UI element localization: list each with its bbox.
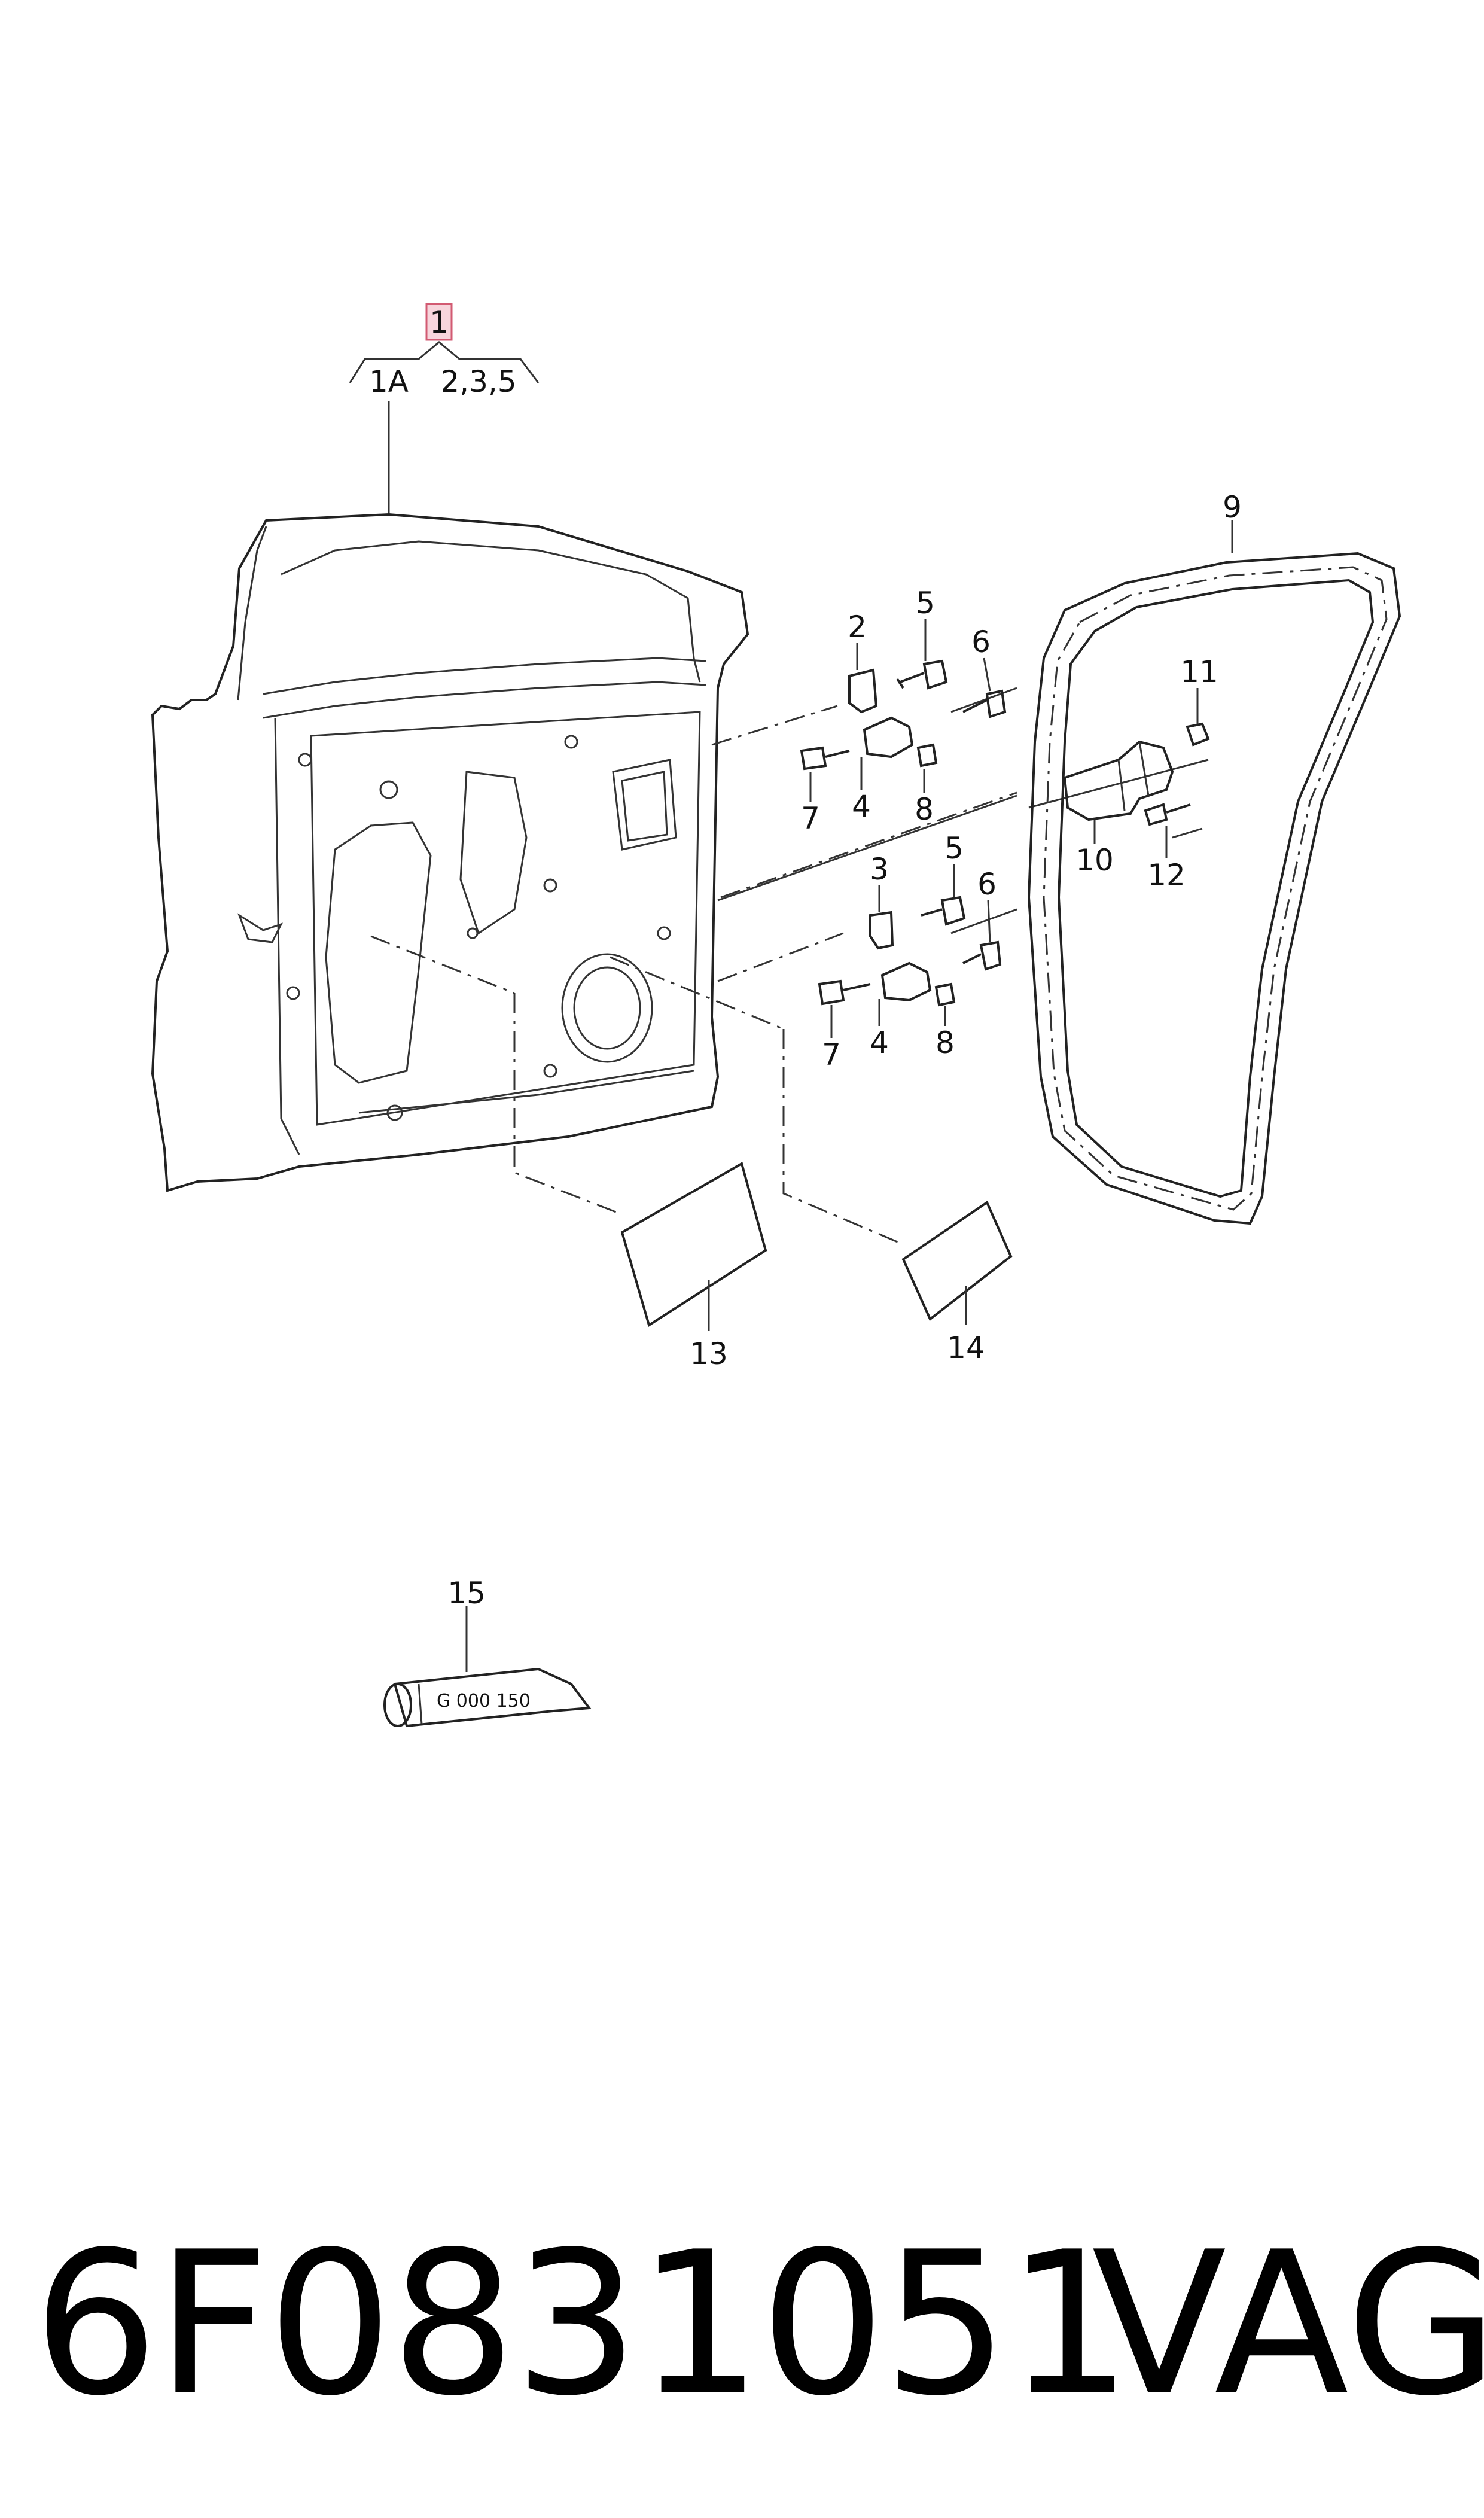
callout-5-lower: 5 xyxy=(944,831,964,866)
door-shell xyxy=(151,513,749,1192)
callout-5-upper: 5 xyxy=(916,586,935,620)
bolt-6-lower-shape xyxy=(962,940,1002,971)
callout-1-group: 1 1A 2,3,5 xyxy=(349,303,540,514)
check-strap xyxy=(1063,722,1210,844)
tube-label: G 000 150 xyxy=(437,1691,531,1712)
callout-8-lower: 8 xyxy=(936,1025,955,1060)
check-strap-shape xyxy=(1063,740,1174,821)
callout-4-lower: 4 xyxy=(870,1025,889,1060)
bolt-7-upper-shape xyxy=(800,746,850,771)
bush-8-upper-shape xyxy=(916,743,938,768)
bolt-5-lower-shape xyxy=(921,896,966,926)
callout-6-upper: 6 xyxy=(971,625,991,659)
callout-3: 3 xyxy=(870,852,889,887)
clip-3-shape xyxy=(869,911,894,950)
callout-7-lower: 7 xyxy=(822,1037,841,1072)
callout-1-bracket xyxy=(349,341,540,383)
callout-13: 13 xyxy=(690,1336,728,1371)
lower-fastener-set xyxy=(818,896,1002,1007)
guide-lines xyxy=(370,687,1209,1246)
callout-7-upper: 7 xyxy=(801,801,820,836)
bolt-5-upper-shape xyxy=(896,659,948,690)
brand-name: VAG xyxy=(1092,2209,1484,2439)
callout-labels: 2 5 6 7 4 8 3 5 6 7 4 8 9 10 11 12 13 14… xyxy=(447,490,1242,1610)
hinge-4-lower-shape xyxy=(880,961,932,1002)
pad-14-shape xyxy=(901,1201,1013,1322)
callout-group-label: 2,3,5 xyxy=(440,364,516,399)
sealant-tube: G 000 150 xyxy=(383,1606,592,1728)
callout-4-upper: 4 xyxy=(852,789,871,824)
nut-11-shape xyxy=(1186,722,1210,747)
upper-fastener-set xyxy=(800,659,1007,771)
callout-1-label: 1 xyxy=(429,305,449,340)
part-number: 6F0831051 xyxy=(33,2209,1132,2439)
callout-14: 14 xyxy=(947,1330,985,1365)
pad-13-shape xyxy=(620,1161,767,1327)
bolt-12-shape xyxy=(1144,803,1191,826)
bolt-7-lower-shape xyxy=(818,979,871,1006)
callout-15: 15 xyxy=(447,1576,486,1610)
callout-10: 10 xyxy=(1075,843,1114,878)
damping-pads xyxy=(620,1161,1013,1331)
door-seal xyxy=(1027,520,1401,1225)
callout-9: 9 xyxy=(1223,490,1242,525)
callout-12: 12 xyxy=(1147,858,1186,893)
clip-2-shape xyxy=(848,668,878,714)
bolt-6-upper-shape xyxy=(962,689,1007,718)
bush-8-lower-shape xyxy=(934,982,956,1007)
callout-6-lower: 6 xyxy=(977,867,997,902)
callout-1-highlight xyxy=(425,303,453,341)
callout-8-upper: 8 xyxy=(915,792,934,827)
callout-11: 11 xyxy=(1180,654,1218,689)
callout-2: 2 xyxy=(848,610,867,644)
hinge-4-upper-shape xyxy=(863,716,914,759)
callout-1a-label: 1A xyxy=(369,364,409,399)
